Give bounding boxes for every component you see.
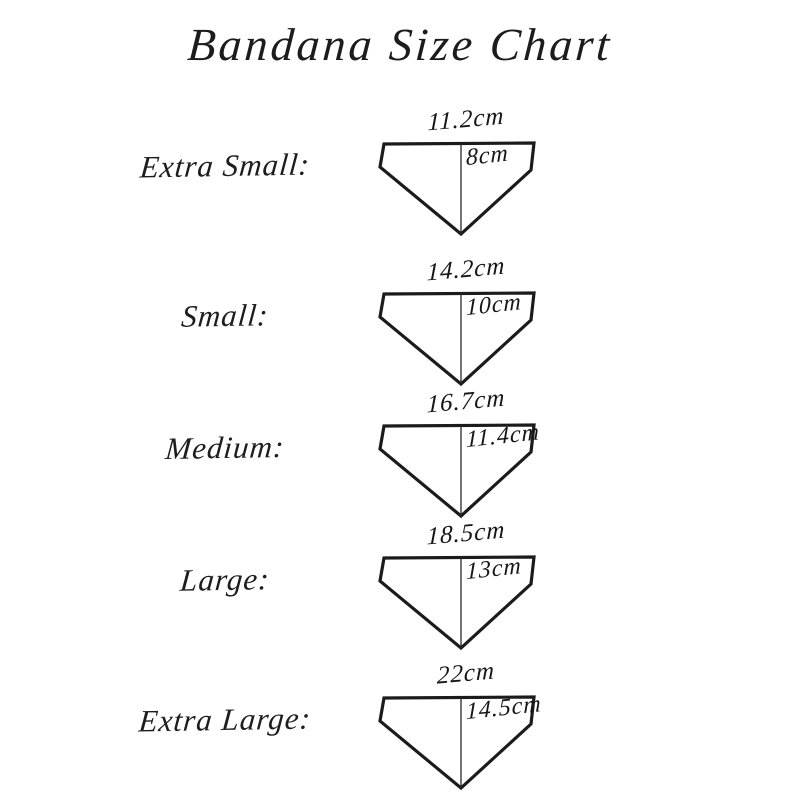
size-label: Small: xyxy=(179,297,271,334)
width-measurement: 22cm xyxy=(436,657,496,690)
bandana-outline xyxy=(378,423,536,519)
bandana-diagram: 22cm 14.5cm xyxy=(376,657,544,791)
bandana-shape-icon xyxy=(378,423,536,519)
size-label: Large: xyxy=(178,561,272,598)
bandana-diagram: 18.5cm 13cm xyxy=(376,516,544,651)
bandana-outline xyxy=(378,141,536,237)
size-row-medium: Medium: 16.7cm 11.4cm xyxy=(0,384,800,519)
size-row-extra-large: Extra Large: 22cm 14.5cm xyxy=(0,657,800,791)
bandana-outline xyxy=(378,291,536,387)
width-measurement: 16.7cm xyxy=(426,384,506,419)
size-row-extra-small: Extra Small: 11.2cm 8cm xyxy=(0,103,800,237)
width-measurement: 11.2cm xyxy=(427,102,505,137)
bandana-shape-icon xyxy=(378,555,536,651)
bandana-outline xyxy=(378,555,536,651)
bandana-shape-icon xyxy=(378,141,536,237)
size-label: Medium: xyxy=(163,428,287,467)
bandana-shape-icon xyxy=(378,695,536,791)
width-measurement: 14.2cm xyxy=(426,252,506,287)
bandana-outline xyxy=(378,695,536,791)
size-row-small: Small: 14.2cm 10cm xyxy=(0,252,800,387)
bandana-diagram: 11.2cm 8cm xyxy=(376,103,544,237)
bandana-diagram: 14.2cm 10cm xyxy=(376,252,544,387)
size-row-large: Large: 18.5cm 13cm xyxy=(0,516,800,651)
page-title: Bandana Size Chart xyxy=(185,19,615,70)
bandana-shape-icon xyxy=(378,291,536,387)
size-label: Extra Large: xyxy=(137,700,313,739)
bandana-diagram: 16.7cm 11.4cm xyxy=(376,384,544,519)
width-measurement: 18.5cm xyxy=(426,516,506,551)
height-measurement: 8cm xyxy=(466,140,509,172)
size-label: Extra Small: xyxy=(138,146,312,185)
